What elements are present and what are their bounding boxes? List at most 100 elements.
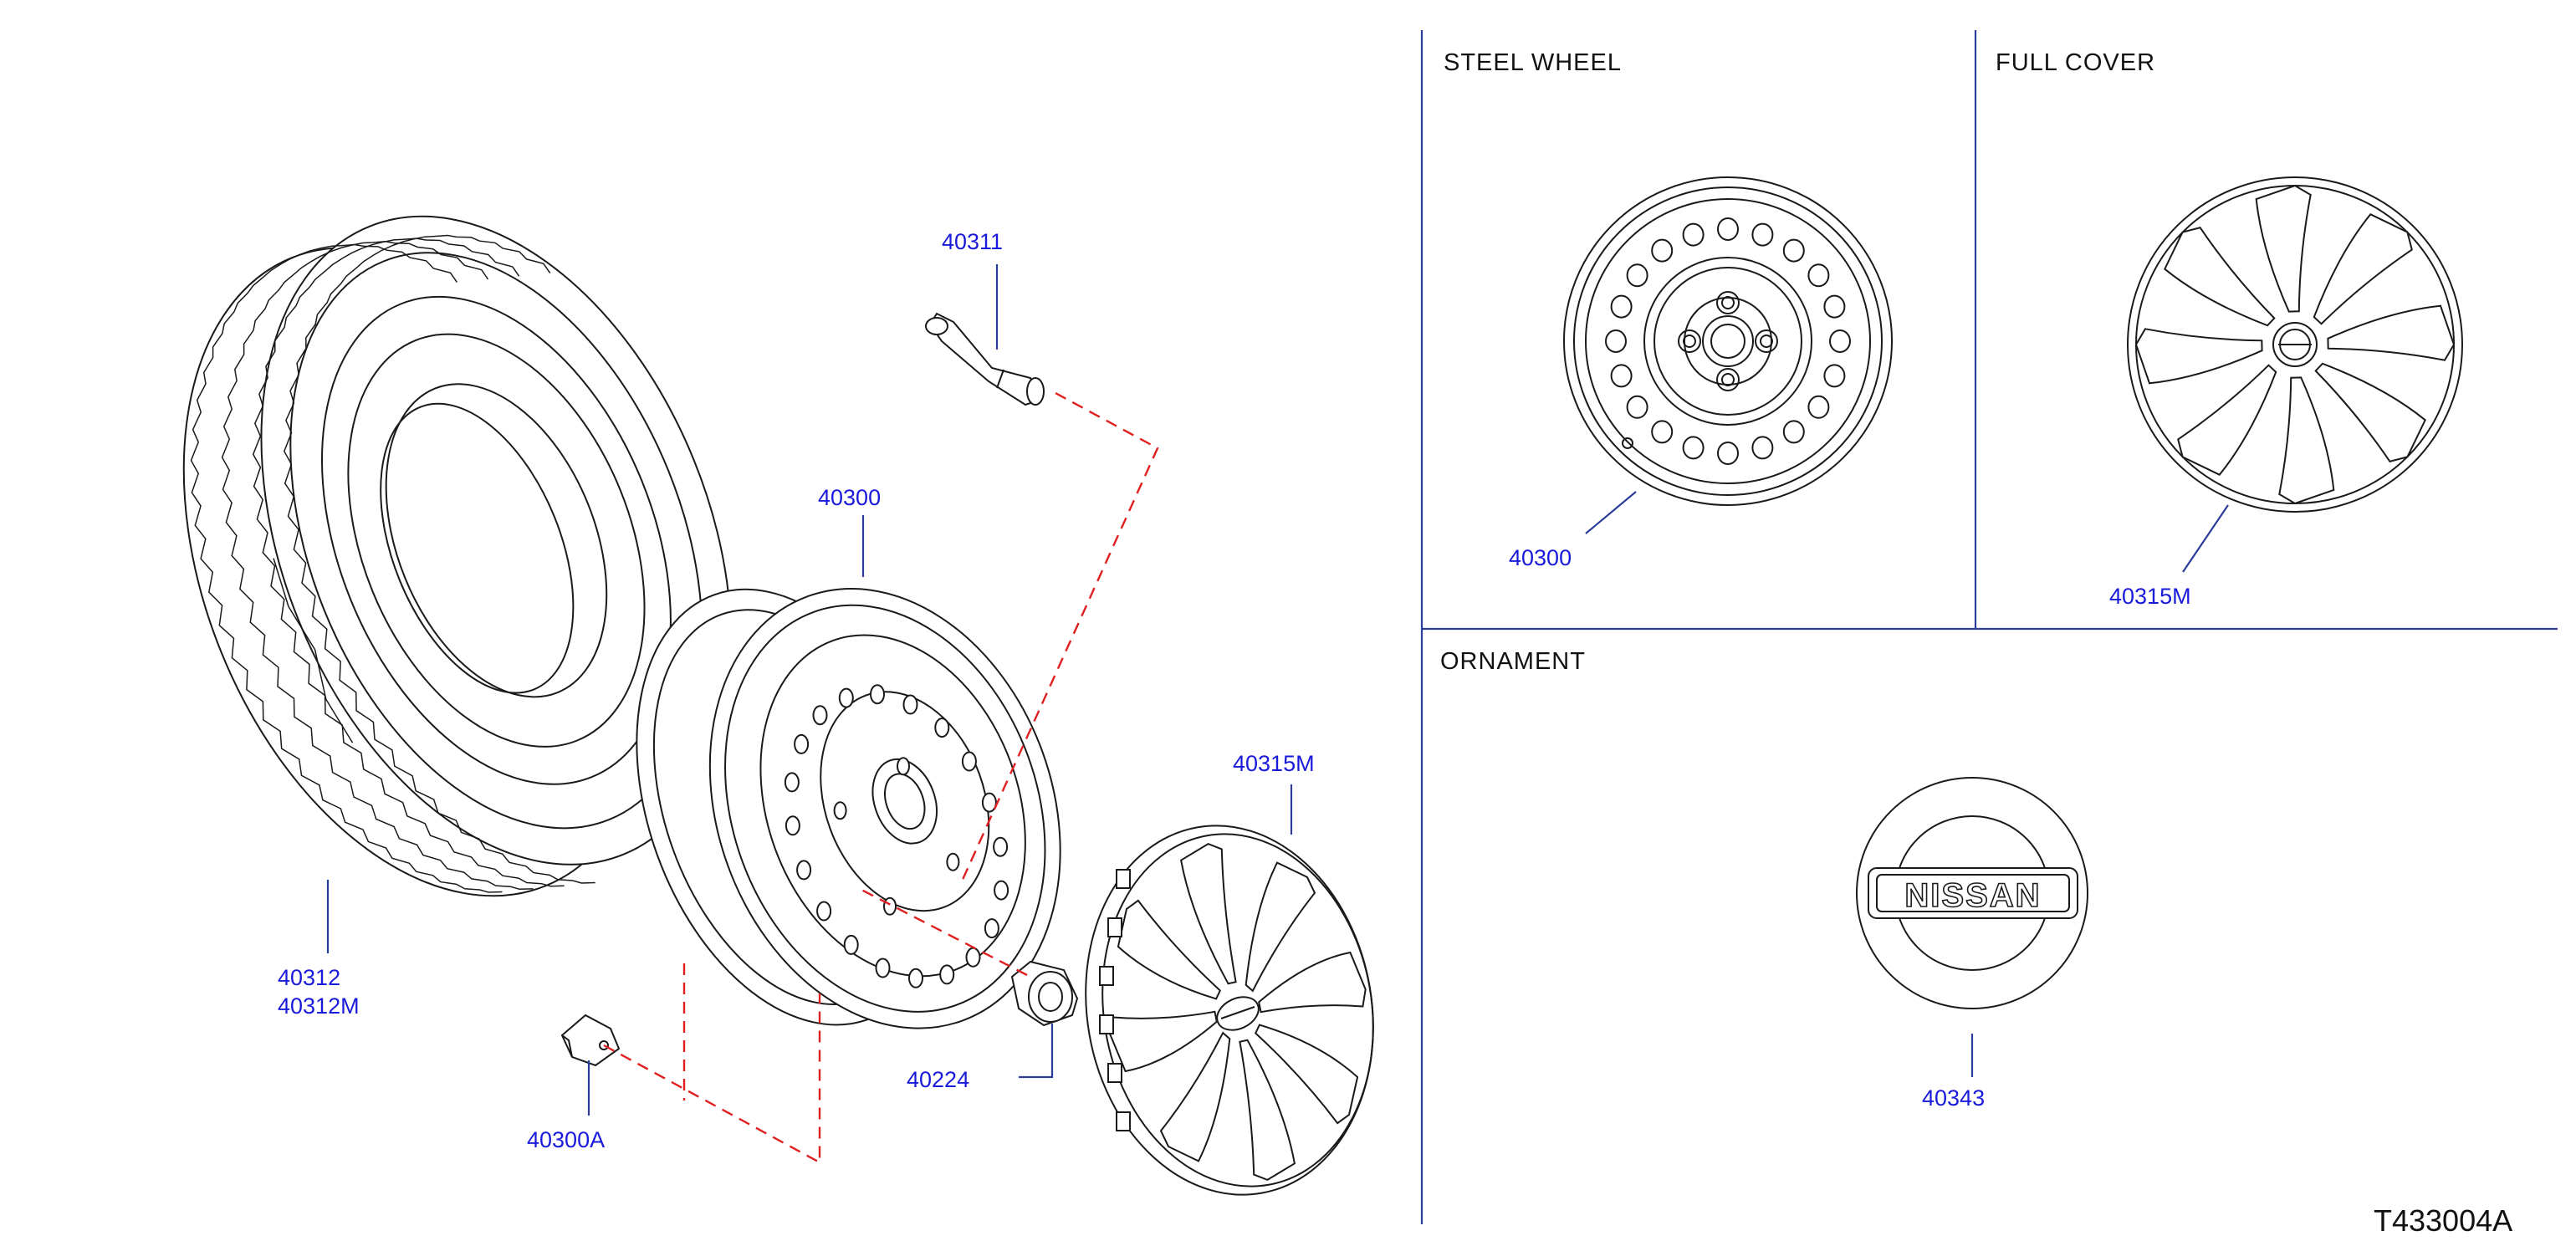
wheel-vent-hole — [994, 880, 1009, 901]
wheel-cover-drawing — [1085, 825, 1374, 1196]
full-cover-spoke — [2327, 304, 2456, 361]
steel-wheel-vent-hole — [1829, 329, 1851, 353]
wheel-vent-hole — [870, 684, 885, 705]
steel-wheel-vent-hole — [1717, 442, 1739, 465]
steel-wheel-vent-hole — [1782, 238, 1805, 263]
wheel-vent-hole — [993, 836, 1009, 857]
wheel-vent-hole — [784, 772, 800, 793]
wheel-lug-hole — [897, 757, 910, 776]
wheel-cover-spoke — [1117, 899, 1222, 1000]
full-cover-spoke — [2177, 364, 2277, 476]
steel-wheel-vent-hole — [1782, 420, 1805, 444]
steel-wheel-vent-hole — [1626, 395, 1648, 419]
steel-wheel-lug-hole — [1678, 329, 1701, 353]
part-number-ornament: 40343 — [1922, 1085, 1985, 1111]
steel-wheel-vent-hole — [1682, 222, 1705, 247]
balance-weight-drawing — [560, 1014, 621, 1067]
steel-wheel-lug-bolt — [1721, 296, 1735, 309]
full-cover-spoke — [2313, 213, 2413, 325]
section-title-steel-wheel: STEEL WHEEL — [1444, 49, 1622, 76]
steel-wheel-lug-bolt — [1760, 335, 1773, 348]
wheel-cover-clip — [1107, 917, 1122, 937]
steel-wheel-lug-bolt — [1683, 335, 1696, 348]
wheel-vent-hole — [794, 733, 810, 754]
wheel-cover-clip — [1116, 1111, 1131, 1131]
part-number-tire: 40312 — [278, 965, 340, 990]
section-title-full-cover: FULL COVER — [1996, 49, 2155, 76]
wheel-cover-clip — [1099, 966, 1114, 986]
tire-tread-row — [221, 241, 534, 891]
part-number-wheel-cover: 40315M — [1233, 751, 1315, 776]
steel-wheel-vent-hole — [1651, 238, 1674, 263]
steel-wheel-vent-hole — [1751, 436, 1774, 460]
part-number-balance-weight: 40300A — [527, 1127, 605, 1152]
wheel-vent-hole — [875, 958, 891, 978]
wheel-vent-hole — [843, 934, 859, 955]
wheel-lug-hole — [833, 801, 847, 820]
steel-wheel-lug-hole — [1716, 291, 1740, 314]
tire-drawing — [182, 215, 733, 897]
steel-wheel-lug-bolt — [1721, 373, 1735, 386]
steel-wheel-inset-drawing — [1563, 176, 1893, 506]
steel-wheel-lug-hole — [1716, 368, 1740, 391]
part-number-steel-wheel: 40300 — [818, 485, 881, 510]
wheel-vent-hole — [812, 705, 828, 726]
full-cover-spoke — [2164, 227, 2276, 327]
wheel-lug-hole — [883, 896, 897, 916]
wheel-cover-spoke — [1245, 861, 1316, 993]
steel-wheel-vent-hole — [1823, 294, 1846, 319]
steel-wheel-vent-hole — [1807, 263, 1830, 288]
wheel-vent-hole — [785, 815, 800, 836]
wheel-cover-spoke — [1258, 951, 1367, 1014]
part-number-full-cover-inset: 40315M — [2109, 584, 2191, 609]
part-number-wheel-nut: 40224 — [907, 1067, 969, 1092]
wheel-cover-spoke — [1239, 1039, 1296, 1182]
full-cover-spoke — [2314, 362, 2426, 462]
steel-wheel-vent-hole — [1605, 329, 1627, 353]
full-cover-spoke — [2255, 184, 2312, 313]
steel-wheel-vent-hole — [1651, 420, 1674, 444]
wheel-drawing — [636, 588, 1061, 1029]
wheel-vent-hole — [961, 751, 977, 772]
wheel-vent-hole — [939, 964, 955, 985]
wheel-cover-clip — [1107, 1063, 1122, 1083]
ornament-inset-drawing: NISSAN — [1856, 777, 2088, 1009]
steel-wheel-vent-hole — [1823, 364, 1846, 388]
full-cover-spoke — [2134, 328, 2263, 385]
tire-tread-row — [283, 234, 595, 884]
wheel-vent-hole — [796, 860, 812, 881]
valve-stem-drawing — [925, 312, 1045, 406]
wheel-vent-hole — [838, 687, 854, 708]
wheel-cover-spoke — [1179, 842, 1237, 985]
wheel-vent-hole — [934, 718, 950, 738]
full-cover-spoke — [2278, 376, 2335, 505]
wheel-vent-hole — [965, 947, 981, 968]
leader-lines — [326, 264, 2229, 1116]
diagram-code: T433004A — [2374, 1203, 2512, 1238]
wheel-cover-clip — [1116, 869, 1131, 889]
steel-wheel-vent-hole — [1717, 217, 1739, 241]
tire-tread-row — [252, 237, 565, 887]
wheel-cover-clip — [1099, 1014, 1114, 1034]
wheel-vent-hole — [908, 968, 923, 988]
wheel-vent-hole — [816, 901, 832, 922]
section-title-ornament: ORNAMENT — [1440, 648, 1586, 675]
steel-wheel-lug-hole — [1755, 329, 1778, 353]
steel-wheel-vent-hole — [1610, 364, 1633, 388]
full-cover-inset-drawing — [2127, 176, 2463, 513]
wheel-cover-spoke — [1254, 1024, 1359, 1125]
assembly-lines — [603, 391, 1159, 1165]
tire-tread-row — [190, 243, 503, 893]
part-number-tire-alt: 40312M — [278, 993, 360, 1019]
ornament-logo-text: NISSAN — [1904, 877, 2041, 914]
steel-wheel-vent-hole — [1807, 395, 1830, 419]
steel-wheel-vent-hole — [1751, 222, 1774, 247]
wheel-vent-hole — [981, 792, 997, 813]
steel-wheel-vent-hole — [1626, 263, 1648, 288]
steel-wheel-vent-hole — [1610, 294, 1633, 319]
panel-frame — [1420, 30, 2558, 1224]
steel-wheel-vent-hole — [1682, 436, 1705, 460]
wheel-vent-hole — [984, 918, 999, 939]
part-number-steel-wheel-inset: 40300 — [1509, 545, 1572, 570]
